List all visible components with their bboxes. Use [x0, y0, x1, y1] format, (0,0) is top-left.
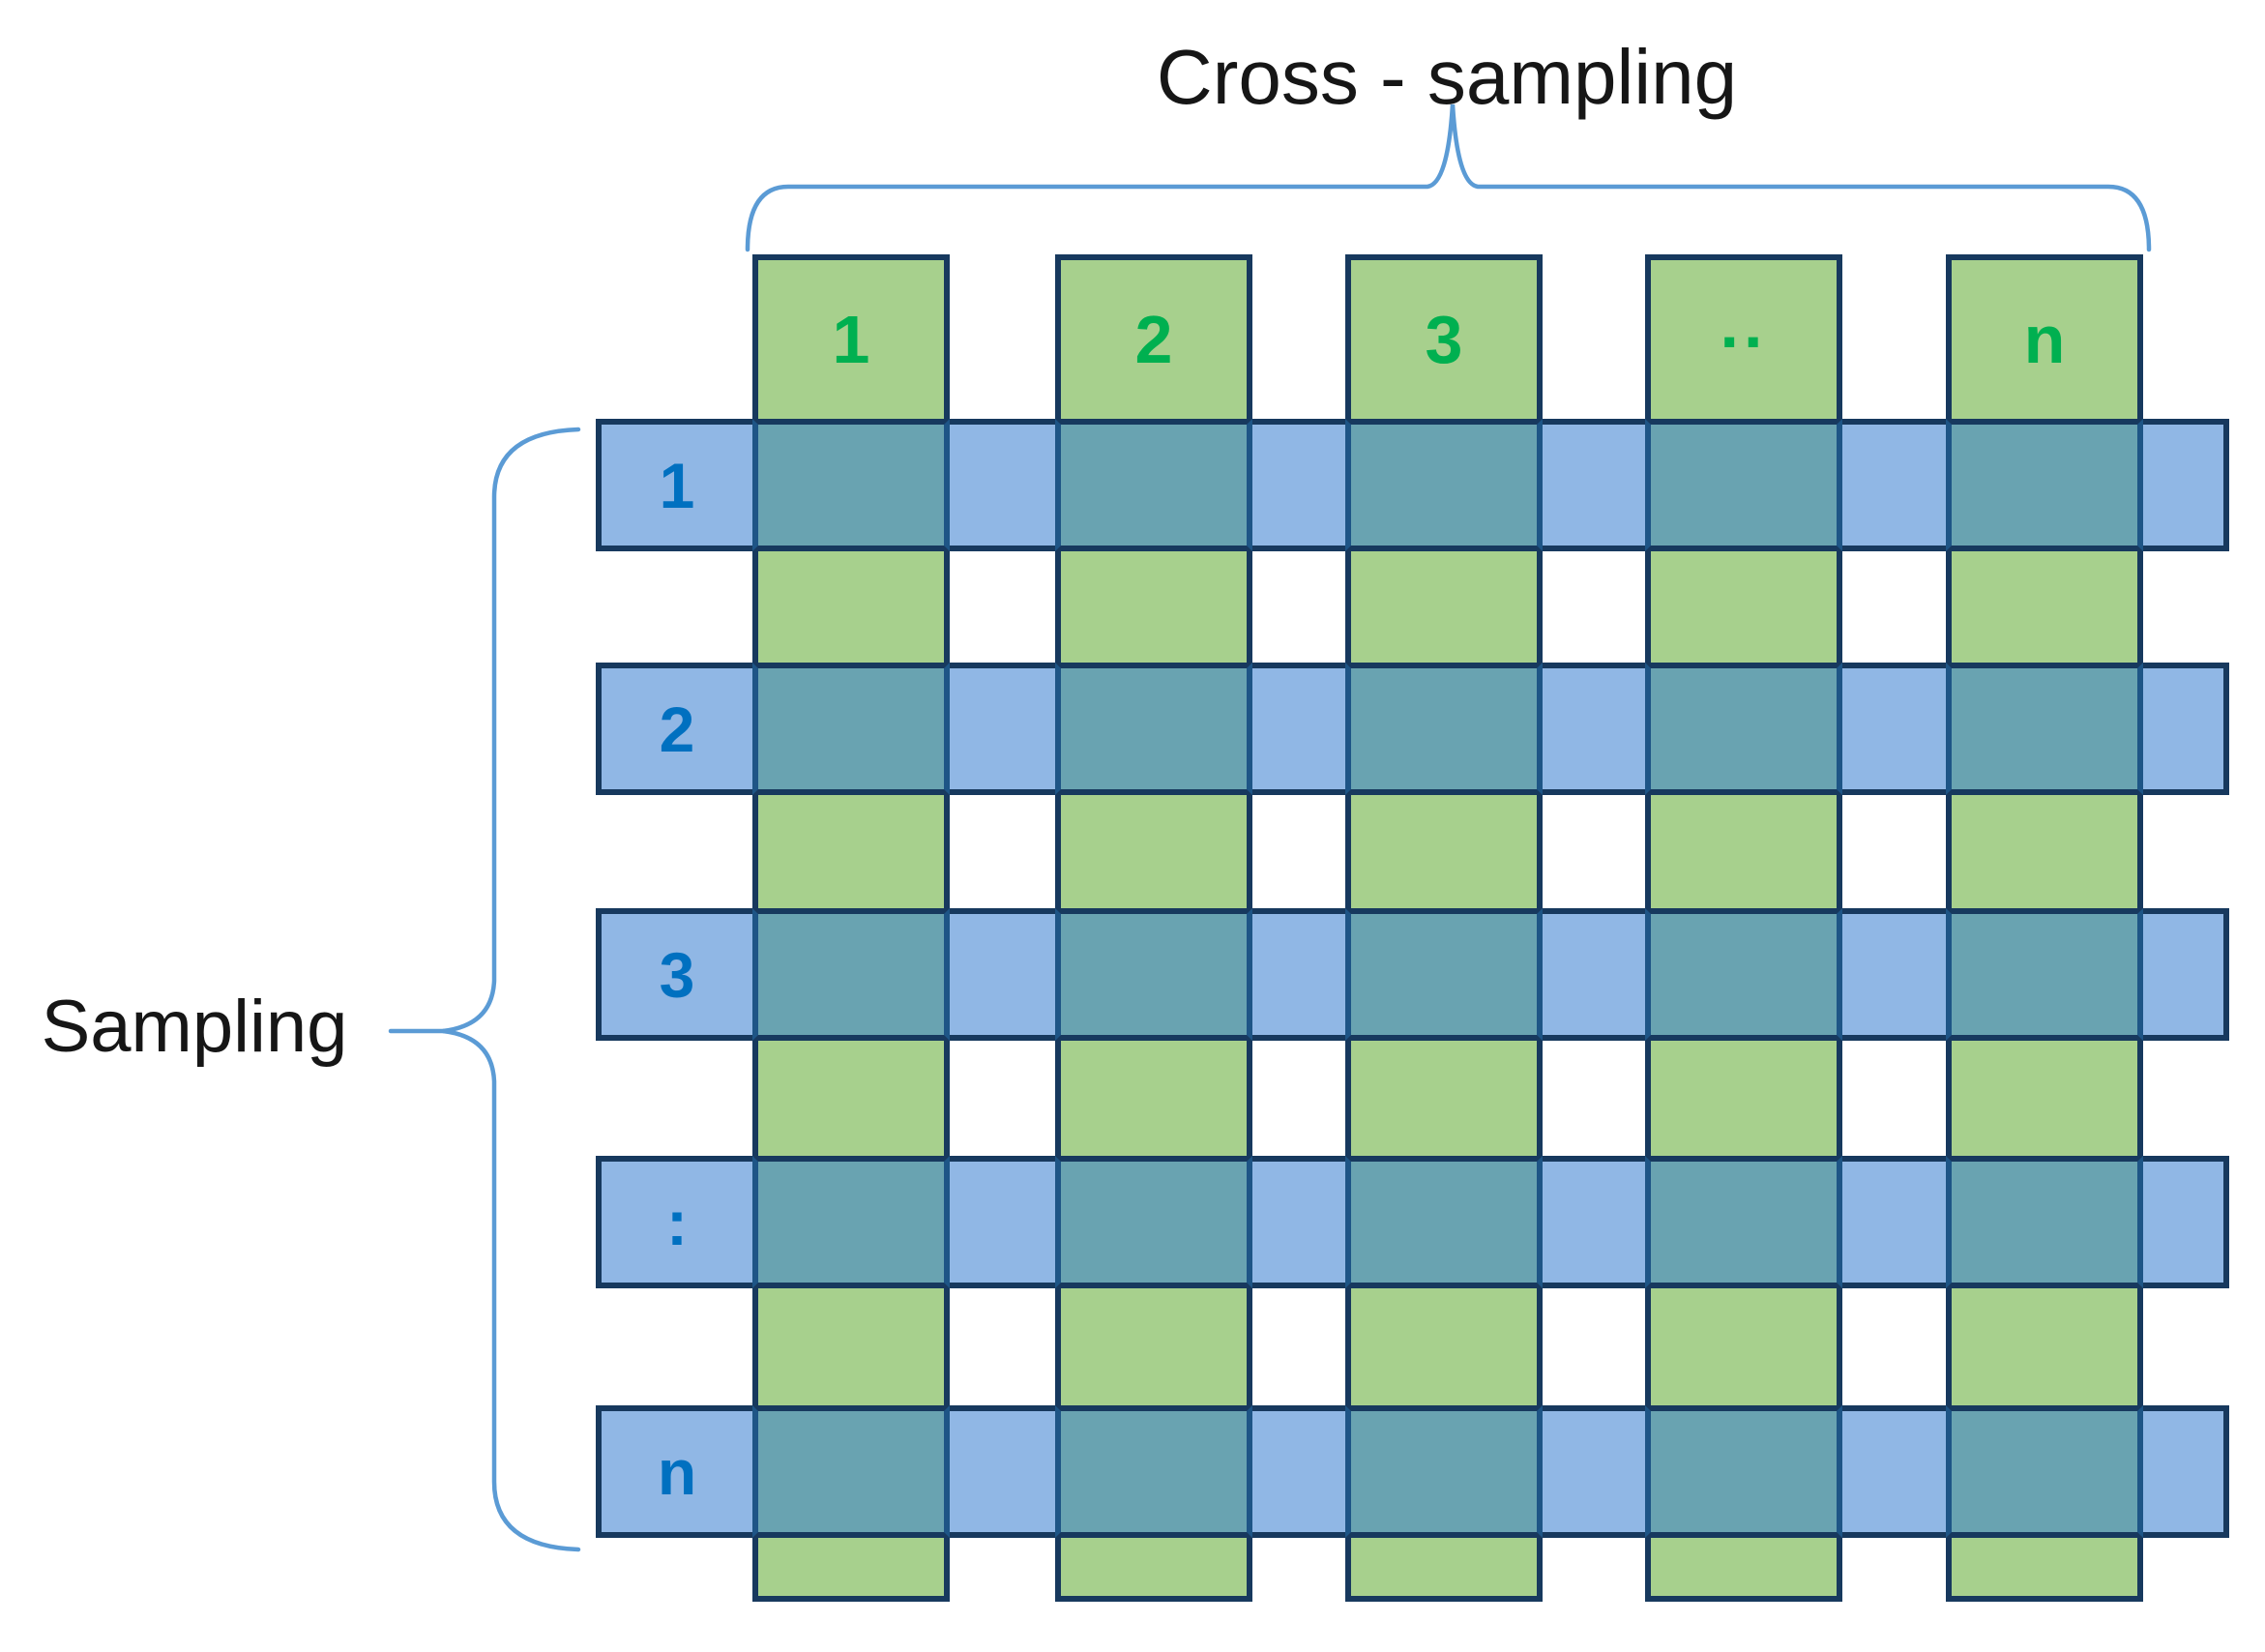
column-header-label: ..	[1651, 260, 1837, 419]
row-header-label: 1	[659, 449, 695, 521]
column-header-label: 1	[758, 260, 944, 419]
overlap-cell	[752, 419, 950, 551]
column-header-label: 2	[1061, 260, 1247, 419]
column-header-text: n	[2023, 302, 2066, 377]
column-header-text: 1	[832, 302, 870, 377]
overlap-cell	[1946, 908, 2143, 1041]
overlap-cell	[752, 1156, 950, 1288]
overlap-cell	[752, 908, 950, 1041]
row-header-label: n	[657, 1435, 697, 1508]
overlap-cell	[1055, 908, 1252, 1041]
overlap-cell	[1345, 1405, 1543, 1538]
left-brace-icon	[442, 427, 581, 1552]
label-sampling: Sampling	[41, 986, 348, 1068]
overlap-cell	[1055, 1156, 1252, 1288]
overlap-cell	[1645, 1156, 1842, 1288]
row-header-label: 3	[659, 938, 695, 1011]
overlap-cell	[1645, 1405, 1842, 1538]
overlap-cell	[752, 1405, 950, 1538]
overlap-cell	[752, 663, 950, 795]
overlap-cell	[1345, 908, 1543, 1041]
column-header-text: 2	[1134, 302, 1173, 377]
overlap-cell	[1345, 663, 1543, 795]
overlap-cell	[1055, 419, 1252, 551]
overlap-cell	[1946, 1156, 2143, 1288]
overlap-cell	[1946, 419, 2143, 551]
overlap-cell	[1946, 1405, 2143, 1538]
column-header-text: ..	[1720, 286, 1768, 362]
overlap-cell	[1345, 1156, 1543, 1288]
overlap-cell	[1055, 663, 1252, 795]
column-header-text: 3	[1425, 302, 1463, 377]
overlap-cell	[1645, 663, 1842, 795]
overlap-cell	[1055, 1405, 1252, 1538]
column-header-label: 3	[1351, 260, 1537, 419]
column-header-label: n	[1952, 260, 2137, 419]
overlap-cell	[1645, 908, 1842, 1041]
row-header-label: 2	[659, 693, 695, 765]
overlap-cell	[1345, 419, 1543, 551]
overlap-cell	[1645, 419, 1842, 551]
title-cross-sampling: Cross - sampling	[1156, 34, 1738, 120]
top-brace-icon	[745, 103, 2152, 252]
overlap-cell	[1946, 663, 2143, 795]
row-header-label: :	[666, 1186, 688, 1258]
